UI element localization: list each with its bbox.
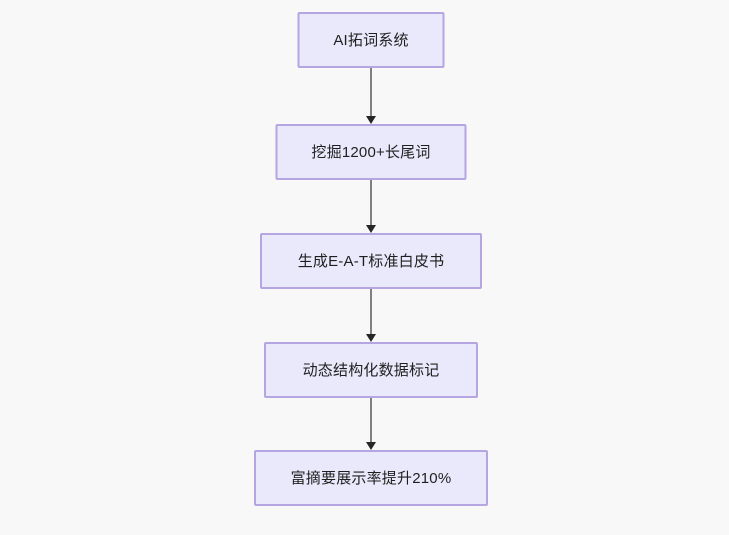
- connector-line: [370, 398, 372, 442]
- connector-line: [370, 289, 372, 334]
- flow-node-rich-snippet-impression-lift[interactable]: 富摘要展示率提升210%: [254, 450, 488, 506]
- flow-node-label: 动态结构化数据标记: [302, 361, 440, 379]
- flow-node-label: AI拓词系统: [333, 31, 409, 49]
- flow-node-mine-longtail-keywords[interactable]: 挖掘1200+长尾词: [275, 124, 467, 180]
- flow-node-generate-eat-whitepaper[interactable]: 生成E-A-T标准白皮书: [260, 233, 482, 289]
- arrowhead-icon: [366, 116, 376, 124]
- connector-line: [370, 180, 372, 225]
- flow-node-label: 挖掘1200+长尾词: [311, 143, 431, 161]
- flow-connector-3-to-4: [364, 289, 378, 342]
- flow-connector-1-to-2: [364, 68, 378, 124]
- flow-node-label: 富摘要展示率提升210%: [290, 469, 452, 487]
- flow-node-dynamic-structured-data-markup[interactable]: 动态结构化数据标记: [264, 342, 478, 398]
- flow-connector-4-to-5: [364, 398, 378, 450]
- flow-connector-2-to-3: [364, 180, 378, 233]
- arrowhead-icon: [366, 334, 376, 342]
- arrowhead-icon: [366, 442, 376, 450]
- arrowhead-icon: [366, 225, 376, 233]
- flow-node-ai-keyword-system[interactable]: AI拓词系统: [297, 12, 445, 68]
- connector-line: [370, 68, 372, 116]
- flow-node-label: 生成E-A-T标准白皮书: [297, 252, 445, 270]
